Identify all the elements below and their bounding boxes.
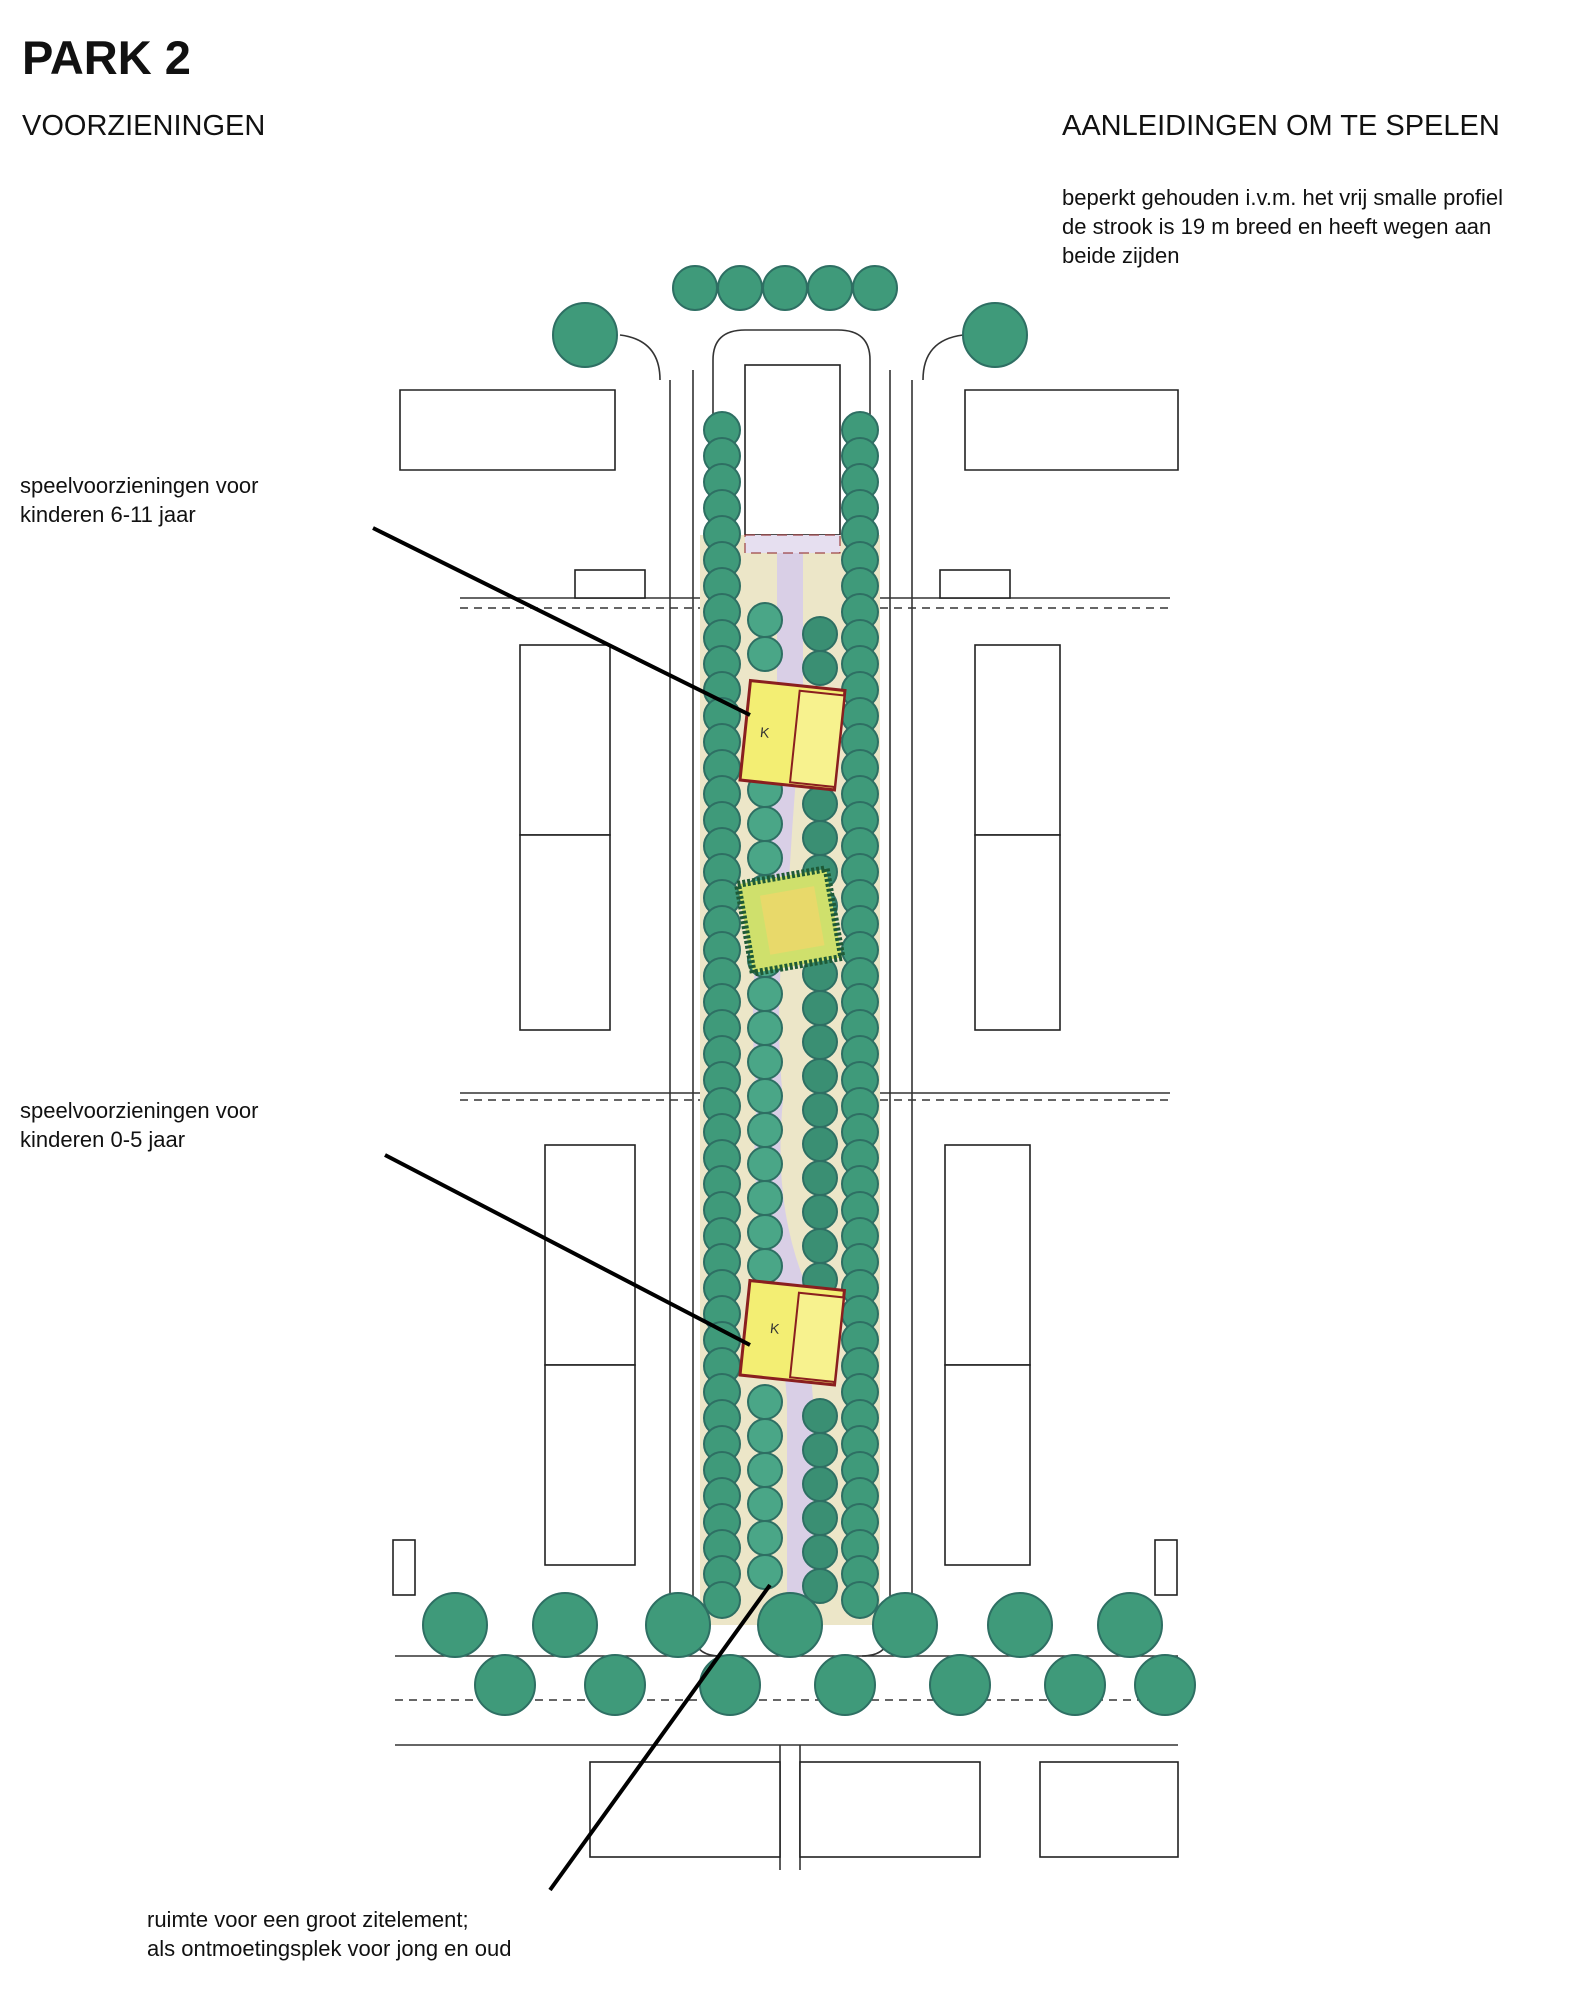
tree-icon: [802, 820, 838, 856]
tree-icon: [802, 786, 838, 822]
tree-icon: [747, 976, 783, 1012]
annotation-seating-element: ruimte voor een groot zitelement; als on…: [147, 1905, 511, 1963]
annotation-line: speelvoorzieningen voor: [20, 1098, 259, 1123]
tree-icon: [747, 1112, 783, 1148]
tree-icon: [802, 1398, 838, 1434]
tree-icon: [747, 1214, 783, 1250]
tree-icon: [1097, 1592, 1163, 1658]
tree-icon: [802, 1228, 838, 1264]
tree-icon: [802, 1568, 838, 1604]
tree-icon: [802, 1024, 838, 1060]
tree-icon: [802, 1466, 838, 1502]
tree-icon: [747, 1248, 783, 1284]
tree-icon: [852, 265, 898, 311]
tree-icon: [552, 302, 618, 368]
tree-icon: [703, 1581, 741, 1619]
annotation-play-6-11: speelvoorzieningen voor kinderen 6-11 ja…: [20, 471, 259, 529]
page-title: PARK 2: [22, 31, 191, 84]
tree-icon: [929, 1654, 991, 1716]
annotation-line: als ontmoetingsplek voor jong en oud: [147, 1936, 512, 1961]
tree-icon: [747, 636, 783, 672]
tree-icon: [802, 616, 838, 652]
section-heading-facilities: VOORZIENINGEN: [22, 110, 266, 142]
tree-icon: [814, 1654, 876, 1716]
tree-icon: [747, 1554, 783, 1590]
annotation-line: speelvoorzieningen voor: [20, 473, 259, 498]
profile-note: beperkt gehouden i.v.m. het vrij smalle …: [1062, 183, 1503, 270]
tree-icon: [747, 602, 783, 638]
building-outlines: [392, 364, 1179, 1858]
tree-icon: [962, 302, 1028, 368]
profile-note-line: de strook is 19 m breed en heeft wegen a…: [1062, 214, 1492, 239]
tree-icon: [747, 1146, 783, 1182]
tree-icon: [474, 1654, 536, 1716]
tree-icon: [747, 1044, 783, 1080]
tree-icon: [872, 1592, 938, 1658]
tree-icon: [699, 1654, 761, 1716]
tree-icon: [802, 1500, 838, 1536]
tree-icon: [747, 840, 783, 876]
tree-icon: [747, 1486, 783, 1522]
tree-icon: [802, 1092, 838, 1128]
tree-icon: [802, 1160, 838, 1196]
tree-icon: [987, 1592, 1053, 1658]
play-area-mark: K: [759, 724, 771, 741]
annotation-line: kinderen 0-5 jaar: [20, 1127, 186, 1152]
annotation-line: kinderen 6-11 jaar: [20, 502, 196, 527]
tree-icon: [802, 1058, 838, 1094]
tree-icon: [1134, 1654, 1196, 1716]
tree-icon: [1044, 1654, 1106, 1716]
tree-icon: [747, 1418, 783, 1454]
annotation-play-0-5: speelvoorzieningen voor kinderen 0-5 jaa…: [20, 1096, 259, 1154]
play-areas: K K: [733, 678, 847, 1387]
tree-icon: [802, 650, 838, 686]
profile-note-line: beperkt gehouden i.v.m. het vrij smalle …: [1062, 185, 1504, 210]
tree-icon: [747, 1078, 783, 1114]
tree-icon: [841, 1581, 879, 1619]
annotation-line: ruimte voor een groot zitelement;: [147, 1907, 469, 1932]
tree-icon: [747, 1180, 783, 1216]
profile-note-line: beide zijden: [1062, 243, 1180, 268]
tree-icon: [802, 1194, 838, 1230]
tree-icon: [807, 265, 853, 311]
tree-icon: [802, 1432, 838, 1468]
play-area-mark: K: [769, 1320, 781, 1337]
tree-icon: [747, 1010, 783, 1046]
tree-icon: [757, 1592, 823, 1658]
tree-icon: [747, 1384, 783, 1420]
tree-icon: [645, 1592, 711, 1658]
tree-icon: [422, 1592, 488, 1658]
tree-icon: [747, 1520, 783, 1556]
tree-icon: [747, 1452, 783, 1488]
tree-icon: [802, 1534, 838, 1570]
tree-icon: [802, 1126, 838, 1162]
tree-icon: [747, 806, 783, 842]
tree-icon: [584, 1654, 646, 1716]
tree-icon: [762, 265, 808, 311]
tree-icon: [672, 265, 718, 311]
section-heading-play-triggers: AANLEIDINGEN OM TE SPELEN: [1062, 110, 1500, 142]
tree-icon: [802, 990, 838, 1026]
tree-icon: [717, 265, 763, 311]
tree-icon: [532, 1592, 598, 1658]
leader-lines: [372, 526, 772, 1892]
